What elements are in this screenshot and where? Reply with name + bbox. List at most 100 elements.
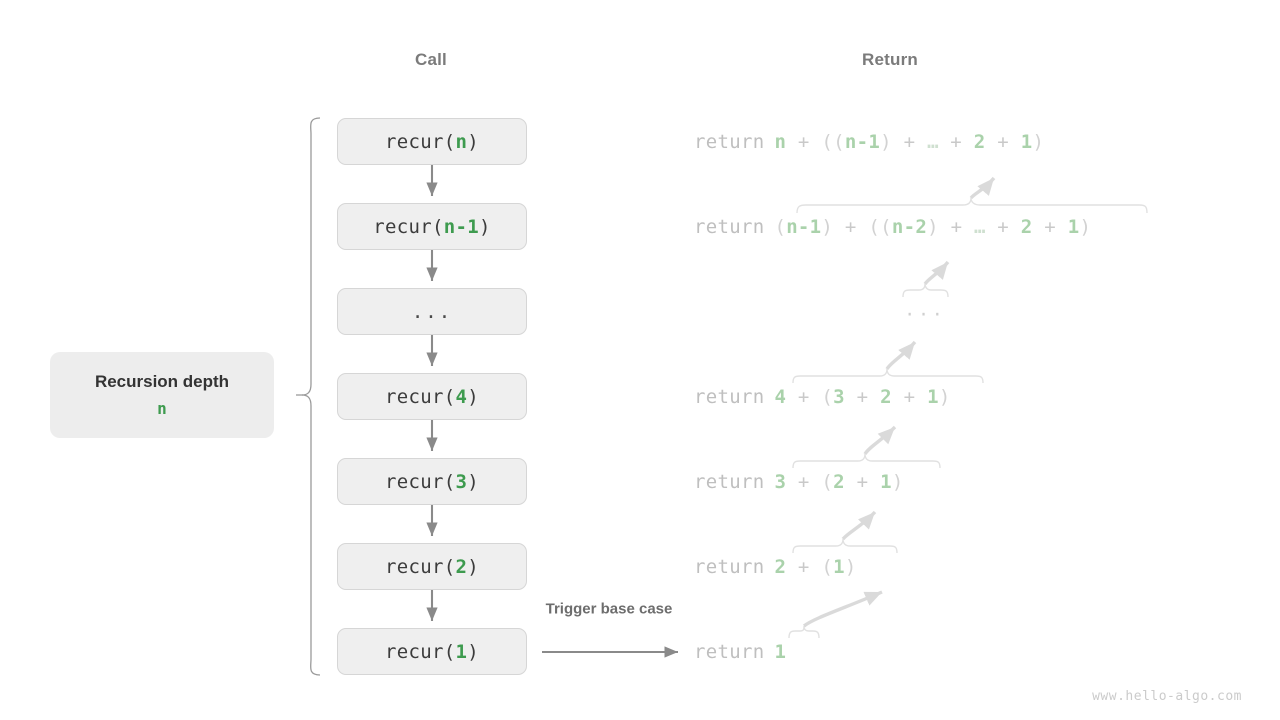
call-close-paren: ) [467,640,479,663]
expr-token-op: + [938,131,974,153]
call-fn-name: recur( [385,130,456,153]
call-fn-name: recur( [373,215,444,238]
return-keyword: return [694,556,765,578]
return-row-return-2: return 2 + (1) [694,550,857,584]
expr-token-op: + [786,386,822,408]
return-keyword: return [694,471,765,493]
return-expression: 1 [774,641,786,663]
return-expression: 4 + (3 + 2 + 1) [774,386,950,408]
expr-token-num: 1 [880,471,892,493]
call-box-recur-3: recur(3) [337,458,527,505]
expr-token-paren: ) [891,471,904,493]
return-keyword: return [694,386,765,408]
expr-token-paren: ( [821,471,834,493]
expr-token-paren: ) [1079,216,1092,238]
expr-token-paren: ) [844,556,857,578]
recursion-depth-title: Recursion depth [94,372,230,391]
call-arg: n-1 [443,215,479,238]
expr-token-num: 2 [1020,216,1033,238]
expr-token-op: + [844,471,881,493]
expr-token-op: + [985,216,1021,238]
return-keyword: return [694,641,765,663]
column-header-call: Call [415,50,447,69]
expr-token-num: 2 [973,131,986,153]
expr-token-dots: … [974,216,986,238]
call-arg: 1 [455,640,468,663]
expr-token-paren: ) [938,386,951,408]
return-expression: 3 + (2 + 1) [774,471,903,493]
call-box-recur-4: recur(4) [337,373,527,420]
expr-token-op: + [833,216,869,238]
expr-token-num: 3 [774,471,787,493]
call-box-recur-ellipsis: ... [337,288,527,335]
recursion-depth-value: n [157,399,167,418]
call-arg: 2 [455,555,468,578]
call-arg: 4 [455,385,468,408]
expr-token-paren: ) [1032,131,1045,153]
expr-token-num: 3 [833,386,845,408]
expr-token-paren: (( [821,131,845,153]
expr-token-op: + [891,386,928,408]
call-close-paren: ) [467,555,479,578]
return-ellipsis: ... [904,299,946,321]
expr-token-num: n-1 [844,131,881,153]
return-expression: n + ((n-1) + … + 2 + 1) [774,131,1044,153]
expr-token-num: n-1 [786,216,822,238]
expr-token-num: n [774,131,787,153]
call-fn-name: recur( [385,555,456,578]
return-row-return-4: return 4 + (3 + 2 + 1) [694,380,951,414]
return-row-return-n-1: return (n-1) + ((n-2) + … + 2 + 1) [694,210,1091,244]
expr-token-op: + [844,386,881,408]
expr-token-op: + [985,131,1021,153]
return-row-return-3: return 3 + (2 + 1) [694,465,904,499]
return-expression: (n-1) + ((n-2) + … + 2 + 1) [774,216,1091,238]
expr-token-paren: ( [774,216,787,238]
call-box-recur-1: recur(1) [337,628,527,675]
return-keyword: return [694,216,765,238]
expr-token-paren: ( [821,556,834,578]
expr-token-op: + [891,131,928,153]
expr-token-op: + [938,216,975,238]
expr-token-num: 1 [833,556,845,578]
expr-token-op: + [786,131,822,153]
expr-token-paren: (( [868,216,892,238]
expr-token-op: + [786,471,822,493]
expr-token-num: 1 [774,641,787,663]
expr-token-num: 2 [774,556,787,578]
expr-token-paren: ) [880,131,892,153]
call-box-recur-n: recur(n) [337,118,527,165]
expr-token-num: 2 [880,386,892,408]
return-keyword: return [694,131,765,153]
call-fn-name: recur( [385,385,456,408]
call-fn-name: recur( [385,640,456,663]
call-fn-name: recur( [385,470,456,493]
call-close-paren: ) [467,130,479,153]
call-box-recur-2: recur(2) [337,543,527,590]
return-row-return-1: return 1 [694,635,786,669]
call-close-paren: ) [478,215,491,238]
expr-token-num: 2 [833,471,845,493]
watermark: www.hello-algo.com [1092,689,1242,704]
call-close-paren: ) [467,470,479,493]
call-arg: 3 [455,470,468,493]
column-header-return: Return [862,50,918,69]
recursion-depth-brace [296,117,321,676]
call-close-paren: ) [467,385,479,408]
expr-token-num: 1 [1067,216,1080,238]
expr-token-num: 4 [774,386,787,408]
expr-token-paren: ) [821,216,834,238]
call-box-ellipsis-text: ... [411,300,453,323]
expr-token-num: 1 [1020,131,1033,153]
expr-token-paren: ) [927,216,939,238]
expr-token-num: n-2 [891,216,928,238]
expr-token-paren: ( [821,386,834,408]
trigger-base-case-label: Trigger base case [545,600,673,618]
expr-token-dots: … [927,131,939,153]
call-arg: n [455,130,468,153]
return-expression: 2 + (1) [774,556,856,578]
call-box-recur-n-1: recur(n-1) [337,203,527,250]
recursion-depth-box: Recursion depth n [50,352,274,438]
expr-token-op: + [1032,216,1068,238]
